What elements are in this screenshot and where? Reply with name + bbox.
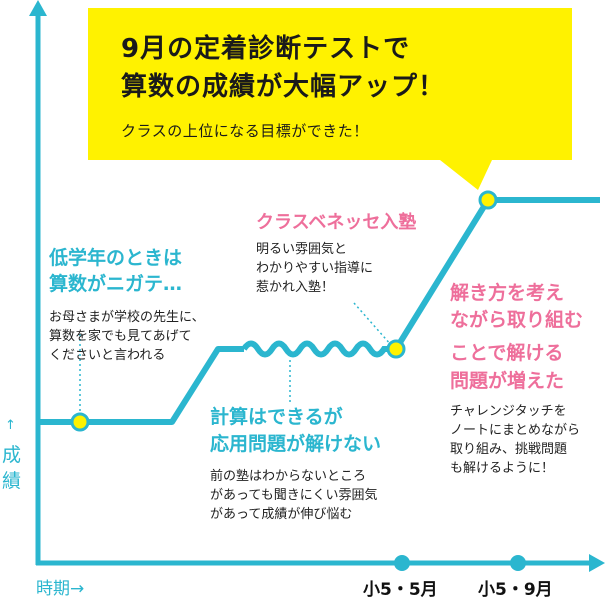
plateau-body-line1: 前の塾はわからないところ — [210, 469, 367, 484]
x-label: 時期→ — [36, 579, 85, 599]
tick-dot-may — [394, 555, 410, 571]
speech-bubble — [88, 8, 572, 190]
y-axis-arrowhead — [29, 0, 47, 16]
tick-dot-sep — [510, 555, 526, 571]
rise-title-line1: 解き方を考え — [450, 282, 565, 304]
join-title: クラスベネッセ入塾 — [256, 212, 417, 233]
tick-label-sep: 小5・9月 — [478, 580, 553, 600]
plateau-title-line2: 応用問題が解けない — [210, 433, 382, 455]
plateau-body-line3: があって成績が伸び悩む — [210, 507, 353, 522]
rise-body-line3: 取り組み、挑戦問題 — [450, 442, 568, 457]
x-axis-arrowhead — [589, 554, 605, 572]
point-join — [386, 339, 406, 359]
point-result — [478, 190, 498, 210]
early-title-line1: 低学年のときは — [49, 247, 183, 269]
rise-title-line3: ことで解ける — [450, 342, 564, 364]
early-body-line3: くださいと言われる — [49, 348, 166, 363]
growth-line-wavy — [241, 340, 396, 358]
early-title-line2: 算数がニガテ… — [49, 273, 183, 295]
bubble-subline: クラスの上位になる目標ができた！ — [121, 122, 369, 140]
tick-label-may: 小5・5月 — [363, 580, 438, 600]
plateau-title-line1: 計算はできるが — [210, 406, 343, 428]
growth-line-first — [38, 346, 244, 425]
join-body-line3: 惹かれ入塾！ — [256, 280, 335, 295]
point-early — [70, 412, 90, 432]
y-label-line1: 成 — [2, 444, 22, 466]
rise-body-line2: ノートにまとめながら — [450, 423, 581, 438]
rise-title-line4: 問題が増えた — [450, 370, 565, 392]
join-body-line2: わかりやすい指導に — [256, 261, 374, 276]
y-label-line2: 績 — [2, 470, 22, 492]
bubble-headline-line1: 9月の定着診断テストで — [121, 34, 411, 64]
rise-body-line1: チャレンジタッチを — [450, 404, 567, 419]
rise-body-line4: も解けるように！ — [450, 461, 555, 476]
bubble-headline-line2: 算数の成績が大幅アップ！ — [121, 72, 446, 102]
join-body-line1: 明るい雰囲気と — [256, 242, 348, 257]
y-label-arrow: ↑ — [5, 418, 16, 433]
rise-title-line2: ながら取り組む — [450, 309, 584, 331]
leader-join — [353, 302, 393, 347]
early-body-line1: お母さまが学校の先生に、 — [49, 310, 205, 325]
early-body-line2: 算数を家でも見てあげて — [49, 329, 192, 344]
plateau-body-line2: があっても聞きにくい雰囲気 — [210, 488, 378, 503]
